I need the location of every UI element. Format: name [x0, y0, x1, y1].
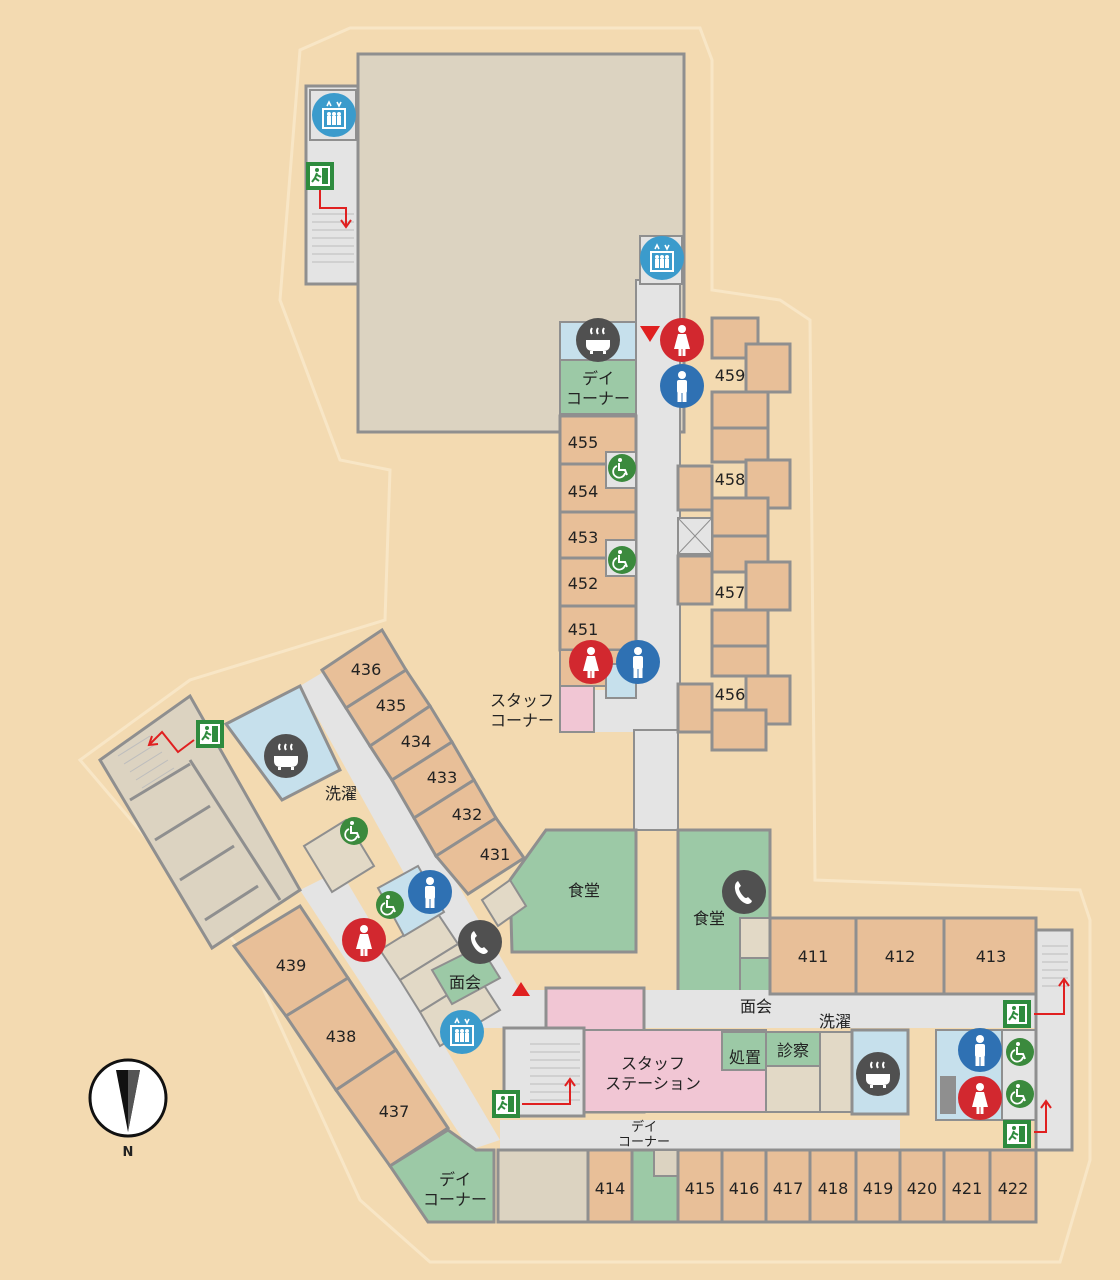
elevator-icon — [640, 236, 684, 280]
room-418: 418 — [818, 1179, 849, 1198]
room-452: 452 — [568, 574, 599, 593]
room-433: 433 — [427, 768, 458, 787]
elevator-icon — [440, 1010, 484, 1054]
room-459: 459 — [715, 366, 746, 385]
room-416: 416 — [729, 1179, 760, 1198]
day-corner-west-label-2: コーナー — [423, 1190, 487, 1209]
room-419: 419 — [863, 1179, 894, 1198]
area-labels: デイ コーナー スタッフ コーナー 食堂 食堂 面会 面会 洗濯 洗濯 処置 診… — [325, 369, 851, 1209]
wheelchair-icon — [608, 454, 636, 482]
day-corner-north-label-1: デイ — [582, 369, 614, 388]
room-437: 437 — [379, 1102, 410, 1121]
visiting-east-label: 面会 — [740, 997, 772, 1016]
staff-station-label-1: スタッフ — [621, 1054, 685, 1073]
location-marker-icon — [640, 326, 660, 342]
day-corner-west-label-1: デイ — [439, 1170, 471, 1189]
men-toilet-icon — [660, 364, 704, 408]
room-420: 420 — [907, 1179, 938, 1198]
staff-station-label-2: ステーション — [605, 1074, 701, 1093]
room-417: 417 — [773, 1179, 804, 1198]
elevator-icons — [309, 89, 684, 1054]
laundry-east-label: 洗濯 — [819, 1012, 851, 1031]
elevator-icon — [312, 93, 356, 137]
site-outline — [77, 26, 1092, 1264]
room-455: 455 — [568, 433, 599, 452]
day-corner-center-label-1: デイ — [631, 1119, 657, 1135]
bath-icon — [264, 734, 308, 778]
compass-north-label: N — [123, 1145, 134, 1160]
women-toilet-icon — [342, 918, 386, 962]
day-corner-west — [387, 1128, 496, 1224]
women-toilet-icon — [660, 318, 704, 362]
north-compass-icon: N — [88, 1058, 168, 1160]
west-stairs — [117, 735, 175, 789]
staff-corner-label-2: コーナー — [490, 711, 554, 730]
telephone-icon — [458, 920, 502, 964]
visiting-west-label: 面会 — [449, 973, 481, 992]
dining-east-label: 食堂 — [693, 909, 725, 928]
women-toilet-icon — [958, 1076, 1002, 1120]
room-453: 453 — [568, 528, 599, 547]
central-hub — [480, 828, 1040, 1224]
women-toilet-icon — [569, 640, 613, 684]
wheelchair-icon — [1006, 1038, 1034, 1066]
wheelchair-icon — [1006, 1080, 1034, 1108]
west-wing — [98, 627, 528, 1224]
room-432: 432 — [452, 805, 483, 824]
room-414: 414 — [595, 1179, 626, 1198]
room-451: 451 — [568, 620, 599, 639]
room-413: 413 — [976, 947, 1007, 966]
room-438: 438 — [326, 1027, 357, 1046]
central-stairs — [530, 1043, 580, 1101]
telephone-icon — [722, 870, 766, 914]
men-toilet-icon — [958, 1028, 1002, 1072]
men-toilet-icon — [408, 870, 452, 914]
room-415: 415 — [685, 1179, 716, 1198]
bath-icon — [856, 1052, 900, 1096]
room-458: 458 — [715, 470, 746, 489]
room-456: 456 — [715, 685, 746, 704]
wheelchair-icon — [376, 891, 404, 919]
location-marker-icon — [512, 982, 530, 996]
room-421: 421 — [952, 1179, 983, 1198]
room-labels: 411 412 413 414 415 416 417 418 419 420 … — [276, 366, 1029, 1198]
exam-room — [765, 1031, 821, 1067]
room-431: 431 — [480, 845, 511, 864]
exam-label: 診察 — [777, 1041, 809, 1060]
location-markers — [512, 326, 660, 996]
room-411: 411 — [798, 947, 829, 966]
wheelchair-icon — [340, 817, 368, 845]
annex-stairs — [312, 213, 354, 263]
bath-icon — [576, 318, 620, 362]
room-457: 457 — [715, 583, 746, 602]
room-439: 439 — [276, 956, 307, 975]
wheelchair-icon — [608, 546, 636, 574]
room-454: 454 — [568, 482, 599, 501]
emergency-exit-icon — [1003, 1000, 1031, 1028]
emergency-exit-icon — [306, 162, 334, 190]
men-toilet-icon — [616, 640, 660, 684]
room-435: 435 — [376, 696, 407, 715]
day-corner-north-label-2: コーナー — [566, 389, 630, 408]
room-436: 436 — [351, 660, 382, 679]
emergency-exit-icon — [492, 1090, 520, 1118]
emergency-exit-icon — [196, 720, 224, 748]
staff-corner-north — [559, 685, 595, 733]
day-corner-center-label-2: コーナー — [618, 1135, 670, 1150]
evacuation-arrows — [147, 190, 1070, 1133]
room-412: 412 — [885, 947, 916, 966]
treatment-label: 処置 — [729, 1048, 761, 1067]
room-434: 434 — [401, 732, 432, 751]
laundry-west-label: 洗濯 — [325, 784, 357, 803]
room-422: 422 — [998, 1179, 1029, 1198]
dining-west — [508, 828, 638, 954]
staff-corner-label-1: スタッフ — [490, 691, 554, 710]
dining-west-label: 食堂 — [568, 881, 600, 900]
emergency-exit-icon — [1003, 1120, 1031, 1148]
